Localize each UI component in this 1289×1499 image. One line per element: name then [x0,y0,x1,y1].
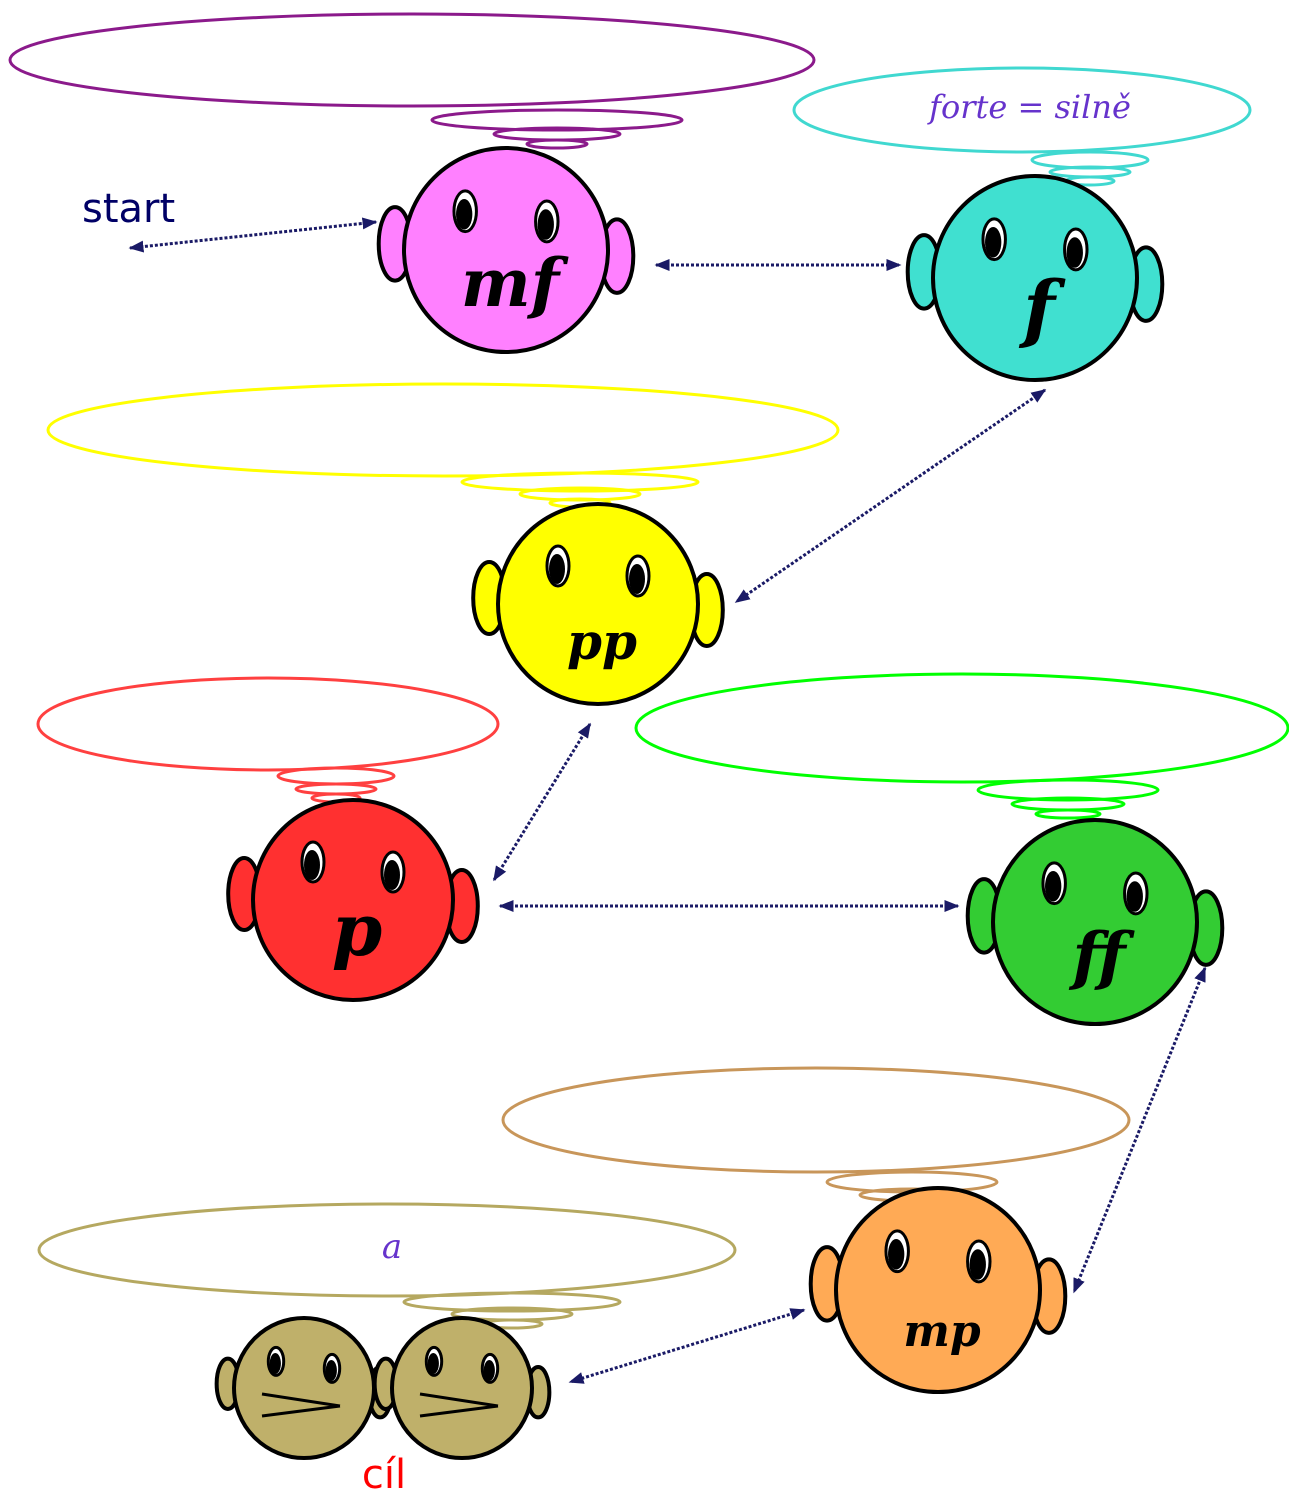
thought-bubble-mf [8,12,816,150]
face-p: p [226,798,480,1002]
eye-pupil [304,850,320,880]
eye-pupil [325,1360,337,1381]
eye-pupil [1045,871,1062,902]
eye-pupil [269,1353,281,1374]
face-label-ff: ff [1069,919,1136,994]
thought-bubble-f: forte = silně [792,66,1252,187]
goal-face-2 [372,1316,552,1460]
thought-bubble-goal: a [37,1202,737,1330]
eye-pupil [456,199,473,230]
thought-bubble-ff [634,672,1289,820]
arrow-ff-to-mp [1072,966,1207,1294]
mouth-line [261,1404,341,1418]
face-head [232,1316,376,1460]
bubble-f-text: forte = silně [927,88,1131,126]
arrow-pp-to-p [492,722,592,882]
eye-pupil [549,554,565,584]
eye-pupil [888,1239,905,1270]
eye-pupil [985,227,1002,258]
thought-bubble-pp [46,382,840,509]
goal-faces [214,1316,552,1460]
eye-pupil [969,1249,986,1280]
eye-pupil [384,860,400,890]
thought-bubble-p [36,676,500,804]
eye-pupil [537,209,554,240]
face-ff: ff [965,818,1225,1026]
arrow-mp-to-goal [568,1308,806,1384]
bubble-goal-text: a [382,1227,402,1267]
start-label: start [82,186,175,232]
mouth-line [419,1404,499,1418]
eye-pupil [427,1353,439,1374]
eye-pupil [483,1360,495,1381]
face-label-p: p [332,887,382,972]
face-f: f [905,174,1165,382]
face-head [390,1316,534,1460]
arrow-f-to-pp [734,388,1047,604]
face-head [834,1186,1042,1394]
face-label-pp: pp [567,612,637,671]
eye-pupil [629,564,645,594]
face-label-mf: mf [461,244,569,322]
eye-pupil [1126,881,1143,912]
face-head [496,502,700,706]
arrow-start-to-mf [128,217,378,253]
thought-bubble-mp [501,1066,1131,1211]
mouth-line [419,1392,499,1408]
eye-pupil [1066,237,1083,268]
face-mf: mf [376,146,636,354]
face-label-mp: mp [903,1306,981,1357]
path-arrows [128,217,1207,1384]
goal-face-1 [214,1316,394,1460]
mouth-line [261,1392,341,1408]
face-pp: pp [471,502,725,706]
goal-label: cíl [362,1452,406,1498]
face-mp: mp [808,1186,1068,1394]
